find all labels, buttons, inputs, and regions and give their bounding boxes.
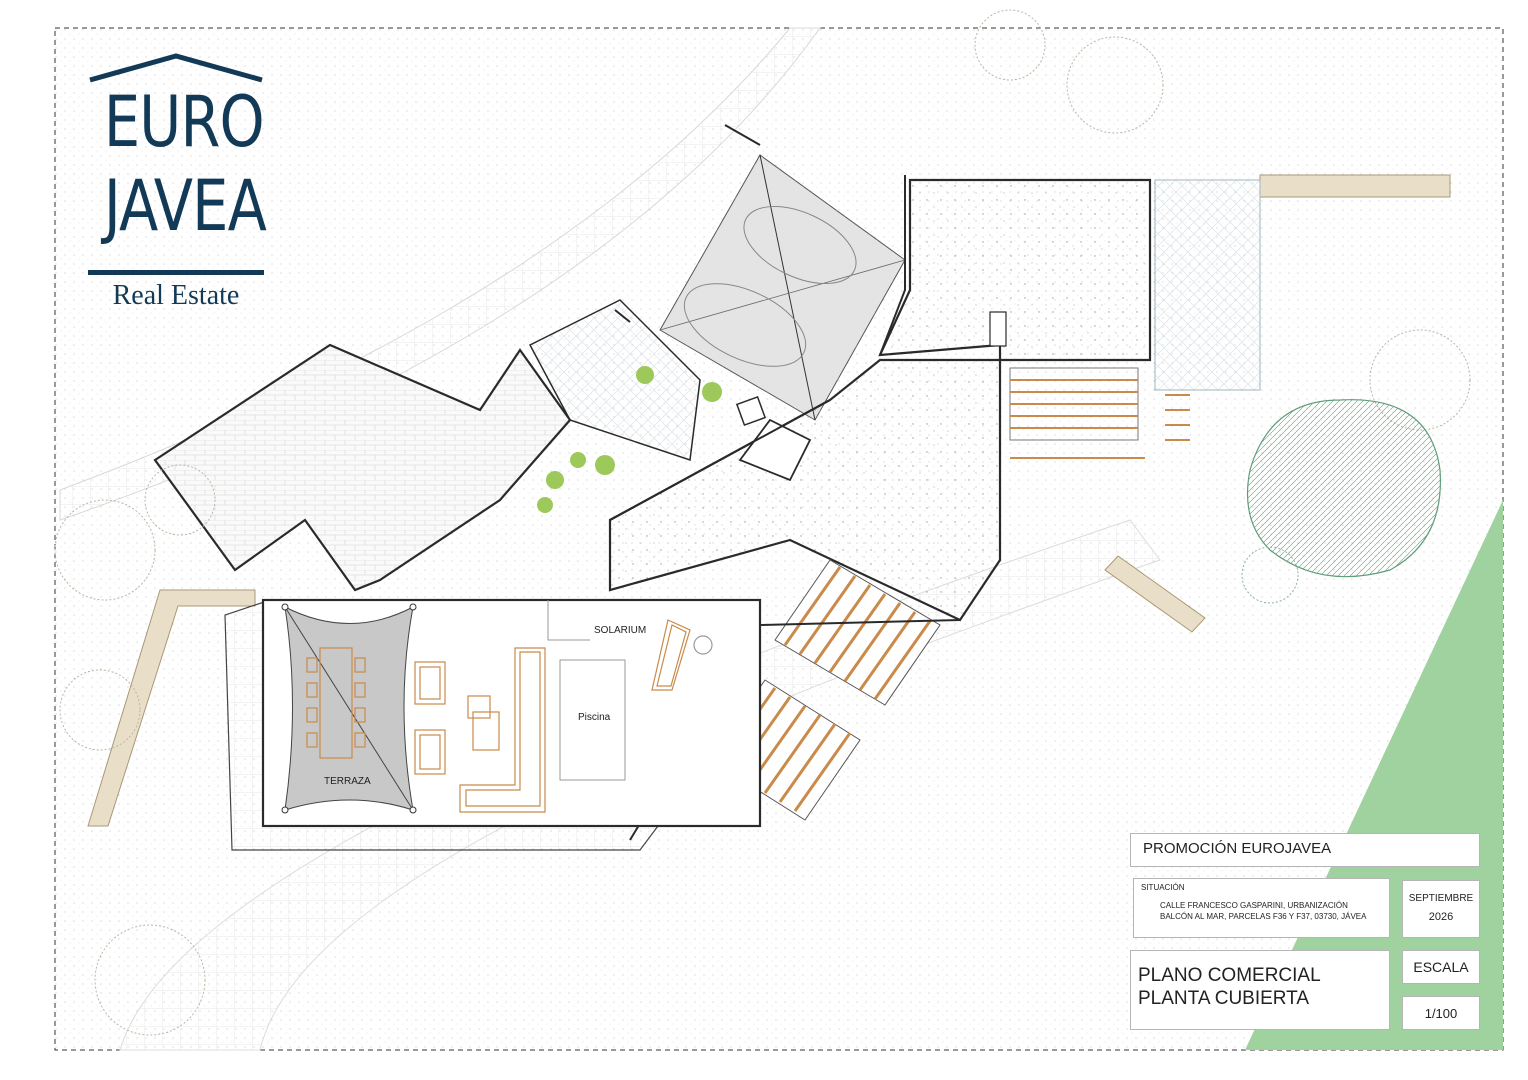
date-year: 2026 — [1428, 911, 1454, 923]
skylight-2 — [738, 418, 812, 482]
date-month: SEPTIEMBRE — [1408, 893, 1474, 904]
glass-roof — [1154, 179, 1261, 391]
paving-strip-left — [87, 589, 256, 827]
paving-strip-mid — [1104, 555, 1206, 633]
scale-value: 1/100 — [1424, 1006, 1458, 1021]
drawing-title-line-1: PLANO COMERCIAL — [1138, 965, 1321, 986]
car-outline-1 — [743, 205, 857, 285]
skylight-1 — [735, 395, 767, 427]
lounge-furniture — [414, 647, 546, 813]
swimming-pool — [559, 659, 626, 781]
address-line-1: CALLE FRANCESCO GASPARINI, URBANIZACIÓN — [1160, 901, 1348, 910]
paving-strip-top — [1259, 174, 1451, 198]
planting-bed — [537, 366, 722, 513]
logo-line-1: EURO — [103, 81, 265, 163]
roof-upper-block — [878, 178, 1152, 362]
scale-label-box: ESCALA — [1402, 950, 1480, 984]
roof-chimney — [989, 311, 1007, 347]
roof-central-block — [608, 358, 1002, 622]
logo-tagline: Real Estate — [112, 280, 240, 311]
address-line-2: BALCÓN AL MAR, PARCELAS F36 Y F37, 03730… — [1160, 912, 1367, 921]
large-tree — [1241, 399, 1442, 604]
project-name: PROMOCIÓN EUROJAVEA — [1143, 840, 1332, 857]
eurojavea-logo: EURO JAVEA Real Estate — [88, 52, 267, 312]
drawing-title-line-2: PLANTA CUBIERTA — [1138, 988, 1310, 1009]
pool-label: Piscina — [578, 712, 611, 723]
sun-lounger — [651, 619, 713, 691]
solarium-label: SOLARIUM — [594, 625, 647, 636]
pergola-upper — [1009, 367, 1190, 459]
scale-value-box: 1/100 — [1402, 996, 1480, 1030]
sheet-border — [54, 27, 1504, 1051]
house-roof-icon — [89, 53, 263, 83]
situation-box: SITUACIÓN CALLE FRANCESCO GASPARINI, URB… — [1133, 878, 1390, 938]
entry-ramp — [528, 299, 701, 462]
terrace-label: TERRAZA — [324, 776, 371, 787]
scale-label: ESCALA — [1413, 959, 1469, 975]
upper-terrace — [153, 343, 572, 592]
project-box: PROMOCIÓN EUROJAVEA — [1130, 833, 1480, 867]
logo-divider — [88, 270, 264, 275]
tree-canopies — [54, 9, 1471, 1036]
pergola-mid — [774, 559, 941, 706]
car-outline-2 — [683, 283, 807, 367]
date-box: SEPTIEMBRE 2026 — [1402, 880, 1480, 938]
situation-label: SITUACIÓN — [1141, 883, 1185, 892]
drawing-title-box: PLANO COMERCIAL PLANTA CUBIERTA — [1130, 950, 1390, 1030]
logo-line-2: JAVEA — [103, 165, 267, 247]
dining-table — [306, 647, 366, 759]
